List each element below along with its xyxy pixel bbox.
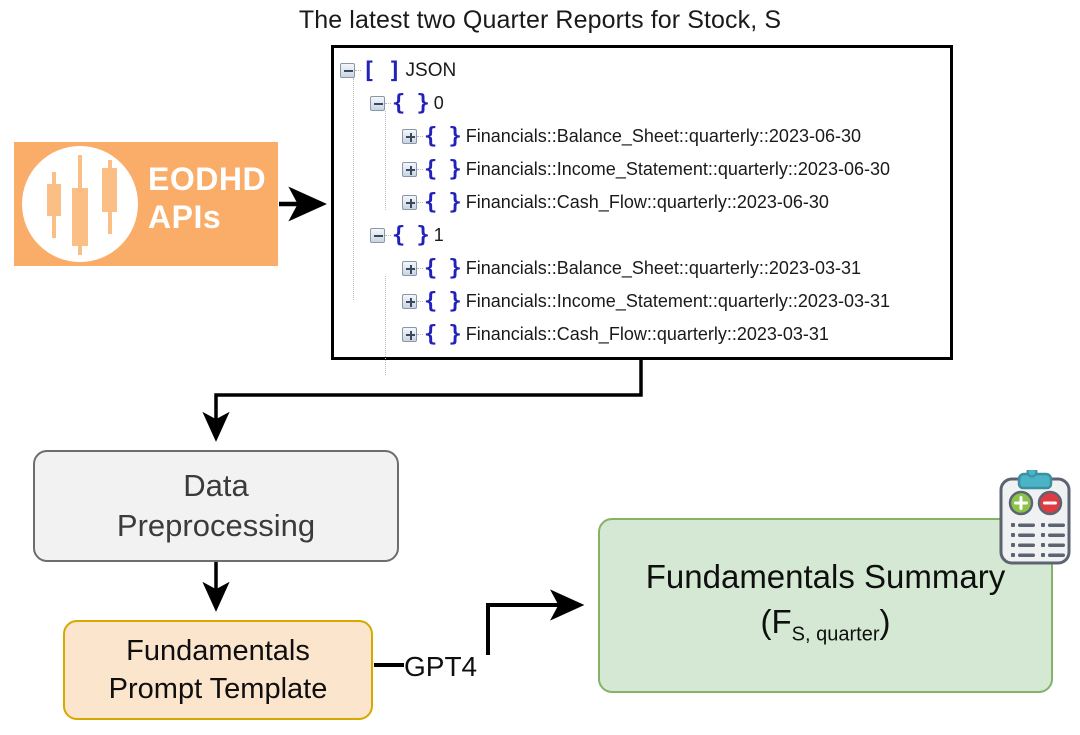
- tree-node-label: Financials::Cash_Flow::quarterly::2023-0…: [465, 192, 829, 212]
- tree-node-label: Financials::Income_Statement::quarterly:…: [465, 291, 890, 311]
- logo-text-line1: EODHD: [148, 161, 267, 197]
- tree-row-group[interactable]: { } 1: [340, 219, 946, 252]
- plus-toggle-icon[interactable]: [402, 162, 417, 177]
- fundamentals-prompt-template-node[interactable]: Fundamentals Prompt Template: [63, 620, 373, 720]
- minus-toggle-icon[interactable]: [370, 228, 385, 243]
- summary-line1: Fundamentals Summary: [645, 557, 1006, 595]
- curly-braces-icon: { }: [424, 255, 462, 281]
- page-title: The latest two Quarter Reports for Stock…: [298, 6, 782, 34]
- tree-connector: [417, 201, 423, 204]
- clipboard-clip: [1017, 472, 1053, 490]
- plus-toggle-icon[interactable]: [402, 195, 417, 210]
- preprocessing-line2: Preprocessing: [116, 508, 316, 543]
- curly-braces-icon: { }: [424, 288, 462, 314]
- tree-row-item[interactable]: { } Financials::Income_Statement::quarte…: [340, 153, 946, 186]
- logo-text: EODHD APIs: [148, 160, 273, 236]
- curly-braces-icon: { }: [424, 189, 462, 215]
- clipboard-list-lines: [1011, 523, 1065, 557]
- curly-braces-icon: { }: [392, 222, 430, 248]
- tree-row-item[interactable]: { } Financials::Cash_Flow::quarterly::20…: [340, 186, 946, 219]
- eodhd-api-logo: EODHD APIs: [14, 142, 278, 266]
- plus-toggle-icon[interactable]: [402, 129, 417, 144]
- plus-toggle-icon[interactable]: [402, 327, 417, 342]
- curly-braces-icon: { }: [424, 156, 462, 182]
- tree-row-root[interactable]: [ ] JSON: [340, 54, 946, 87]
- tree-row-item[interactable]: { } Financials::Cash_Flow::quarterly::20…: [340, 318, 946, 351]
- plus-toggle-icon[interactable]: [402, 261, 417, 276]
- clipboard-checklist-icon: [999, 470, 1071, 565]
- tree-node-label: Financials::Cash_Flow::quarterly::2023-0…: [465, 324, 829, 344]
- tree-connector: [385, 102, 391, 105]
- fundamentals-summary-node[interactable]: Fundamentals Summary (FS, quarter): [598, 518, 1053, 693]
- plus-toggle-icon[interactable]: [402, 294, 417, 309]
- tree-connector: [355, 69, 361, 72]
- json-tree: [ ] JSON { } 0 { } Financials::Balance_S…: [340, 54, 946, 375]
- tree-row-item[interactable]: { } Financials::Income_Statement::quarte…: [340, 285, 946, 318]
- summary-symbol-suffix: ): [879, 602, 891, 640]
- tree-guide-line: [353, 78, 354, 300]
- tree-connector: [417, 168, 423, 171]
- tree-node-label: 1: [433, 225, 444, 245]
- curly-braces-icon: { }: [424, 321, 462, 347]
- tree-connector: [417, 135, 423, 138]
- candlestick-body: [72, 188, 88, 246]
- tree-connector: [417, 300, 423, 303]
- tree-row-item[interactable]: { } Financials::Balance_Sheet::quarterly…: [340, 252, 946, 285]
- tree-connector: [417, 333, 423, 336]
- data-preprocessing-node[interactable]: Data Preprocessing: [33, 450, 399, 562]
- tree-node-label: Financials::Balance_Sheet::quarterly::20…: [465, 126, 861, 146]
- minus-toggle-icon[interactable]: [340, 63, 355, 78]
- candlestick-body: [47, 184, 61, 216]
- logo-circle: [22, 146, 138, 262]
- curly-braces-icon: { }: [424, 123, 462, 149]
- summary-line2: (FS, quarter): [646, 599, 1005, 658]
- prompt-template-line2: Prompt Template: [108, 673, 328, 705]
- gpt4-edge-label: GPT4: [404, 651, 478, 682]
- tree-node-label: 0: [433, 93, 444, 113]
- logo-text-line2: APIs: [148, 199, 222, 235]
- tree-connector: [385, 234, 391, 237]
- json-tree-panel: [ ] JSON { } 0 { } Financials::Balance_S…: [331, 45, 953, 375]
- square-brackets-icon: [ ]: [362, 57, 402, 84]
- preprocessing-line1: Data: [183, 468, 249, 503]
- curly-braces-icon: { }: [392, 90, 430, 116]
- tree-row-item[interactable]: { } Financials::Balance_Sheet::quarterly…: [340, 120, 946, 153]
- prompt-template-line1: Fundamentals: [126, 635, 310, 667]
- minus-toggle-icon[interactable]: [370, 96, 385, 111]
- tree-row-group[interactable]: { } 0: [340, 87, 946, 120]
- tree-guide-line: [385, 276, 386, 375]
- summary-subscript: S, quarter: [791, 623, 880, 646]
- edge-json-to-preprocessing: [202, 360, 643, 442]
- tree-node-label: JSON: [405, 59, 457, 81]
- candlestick-body: [102, 168, 117, 212]
- tree-node-label: Financials::Income_Statement::quarterly:…: [465, 159, 890, 179]
- summary-symbol-prefix: (F: [760, 602, 792, 640]
- tree-guide-line: [385, 111, 386, 210]
- tree-node-label: Financials::Balance_Sheet::quarterly::20…: [465, 258, 861, 278]
- edge-gpt4-to-summary: [486, 589, 585, 655]
- tree-connector: [417, 267, 423, 270]
